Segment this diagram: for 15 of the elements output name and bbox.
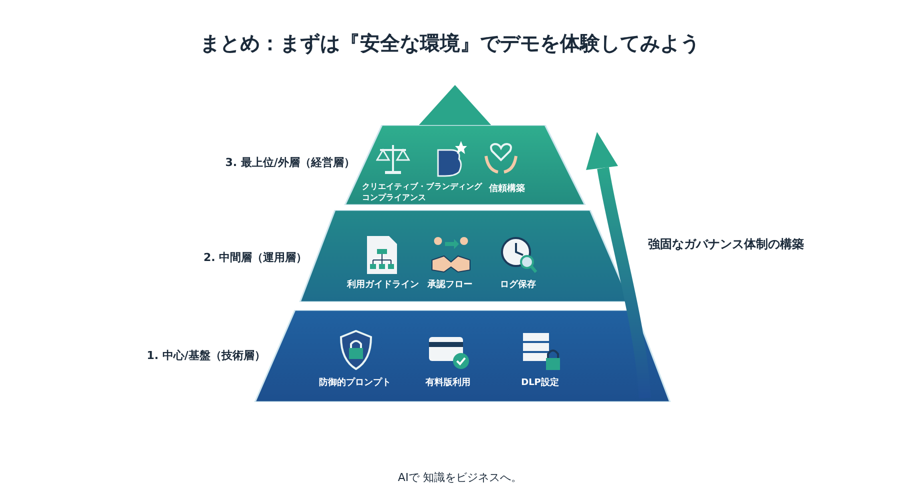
- item-label: コンプライアンス: [362, 192, 427, 203]
- item-label: ログ保存: [499, 280, 537, 291]
- item-label: 防御的プロンプト: [318, 378, 392, 389]
- item-label: 信頼構築: [488, 184, 526, 195]
- item-label: DLP設定: [520, 378, 560, 389]
- item-label: 承認フロー: [426, 280, 474, 291]
- tier-heading: 2. 中間層（運用層）: [203, 250, 308, 265]
- tier-heading: 3. 最上位/外層（経営層）: [225, 155, 355, 170]
- arrow-caption: 強固なガバナンス体制の構築: [648, 236, 805, 253]
- tier-heading: 1. 中心/基盤（技術層）: [146, 348, 266, 363]
- item-label: 利用ガイドライン: [346, 280, 420, 291]
- item-label: 有料版利用: [424, 378, 472, 389]
- tagline: AIで 知識をビジネスへ。: [396, 470, 524, 485]
- title: まとめ：まずは『安全な環境』でデモを体験してみよう: [199, 30, 701, 57]
- item-label: クリエイティブ・ブランディング: [362, 181, 484, 192]
